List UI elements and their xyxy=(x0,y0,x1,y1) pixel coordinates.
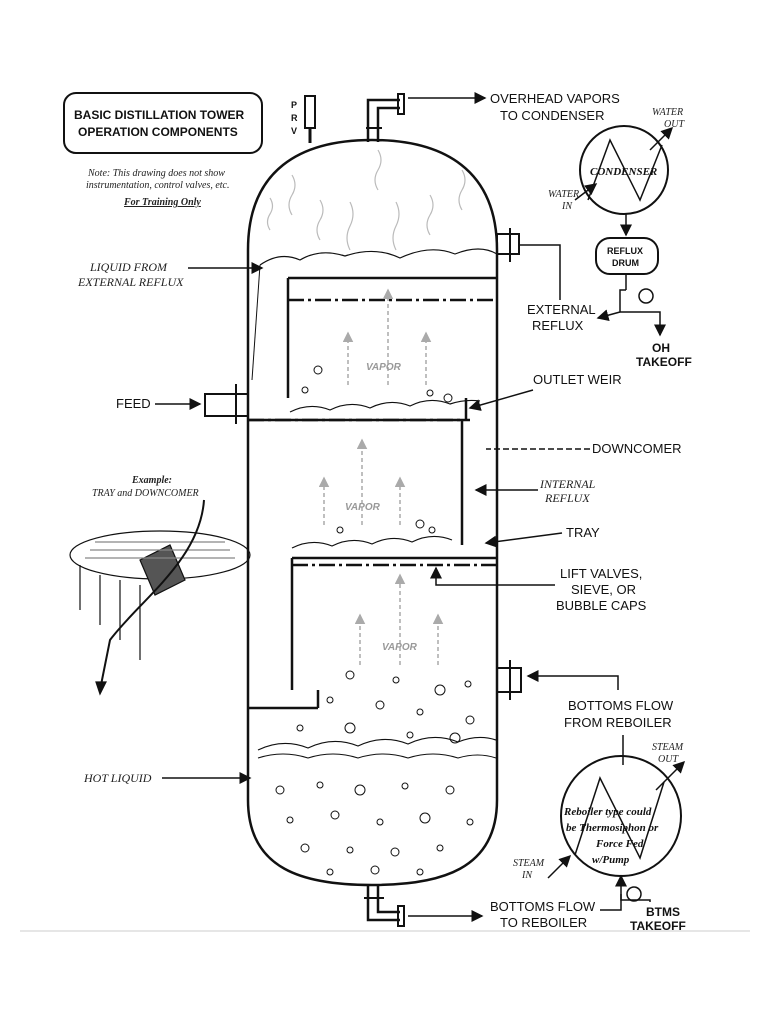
example-label-2: TRAY and DOWNCOMER xyxy=(92,488,199,499)
prv-v: V xyxy=(291,126,297,136)
tray-label: TRAY xyxy=(566,525,600,540)
lift-label-1: LIFT VALVES, xyxy=(560,566,642,581)
note-line-2: instrumentation, control valves, etc. xyxy=(86,180,230,191)
oh-label-1: OH xyxy=(652,341,670,355)
oh-label-2: TAKEOFF xyxy=(636,355,692,369)
lift-label-3: BUBBLE CAPS xyxy=(556,598,647,613)
tower-vessel xyxy=(246,138,499,887)
bubbles xyxy=(275,365,475,876)
tray-3-liquid xyxy=(291,535,453,549)
btms-label-2: TAKEOFF xyxy=(630,919,686,933)
feed-label: FEED xyxy=(116,396,151,411)
water-in-2: IN xyxy=(561,201,573,212)
bottoms-to-2: TO REBOILER xyxy=(500,915,587,930)
top-liquid xyxy=(259,248,498,266)
prv-valve xyxy=(304,95,316,129)
btms-pump xyxy=(626,886,642,902)
internal-reflux-1: INTERNAL xyxy=(539,477,596,491)
reboiler-text-1: Reboiler type could xyxy=(563,806,652,818)
title-box xyxy=(63,92,263,154)
condenser-symbol xyxy=(579,125,669,215)
external-reflux-2: REFLUX xyxy=(532,318,584,333)
overhead-label-2: TO CONDENSER xyxy=(500,108,605,123)
water-in-1: WATER xyxy=(548,189,579,200)
reboiler-text-2: be Thermosiphon or xyxy=(566,822,659,834)
reflux-pump xyxy=(638,288,654,304)
liquid-from-2: EXTERNAL REFLUX xyxy=(77,275,184,289)
steam-in-1: STEAM xyxy=(513,858,545,869)
reflux-drum xyxy=(595,237,659,275)
vapor-label-2: VAPOR xyxy=(345,502,381,513)
feed-nozzle xyxy=(204,393,249,417)
reflux-drum-label-2: DRUM xyxy=(612,258,639,268)
reboiler-text-4: w/Pump xyxy=(592,854,630,866)
lift-label-2: SIEVE, OR xyxy=(571,582,636,597)
steam-out-2: OUT xyxy=(658,754,679,765)
bottoms-to-1: BOTTOMS FLOW xyxy=(490,899,596,914)
title-line-2: OPERATION COMPONENTS xyxy=(78,125,238,139)
overhead-nozzle xyxy=(366,98,400,142)
bottoms-nozzle xyxy=(366,885,400,922)
prv-p: P xyxy=(291,100,297,110)
reflux-nozzle xyxy=(496,233,520,255)
water-out-1: WATER xyxy=(652,107,683,118)
training-note: For Training Only xyxy=(123,197,201,208)
hot-liquid-label: HOT LIQUID xyxy=(83,771,152,785)
prv-r: R xyxy=(291,113,298,123)
downcomer-label: DOWNCOMER xyxy=(592,441,682,456)
liquid-from-1: LIQUID FROM xyxy=(89,260,168,274)
vapor-label-1: VAPOR xyxy=(366,362,402,373)
outlet-weir-label: OUTLET WEIR xyxy=(533,372,622,387)
external-reflux-1: EXTERNAL xyxy=(527,302,596,317)
steam-in-2: IN xyxy=(521,870,533,881)
tray-example-illustration xyxy=(69,499,251,696)
example-label-1: Example: xyxy=(131,475,172,486)
vapor-wisps xyxy=(266,149,466,251)
vapor-arrows-1 xyxy=(342,288,432,385)
internal-reflux-2: REFLUX xyxy=(544,491,590,505)
bottoms-from-1: BOTTOMS FLOW xyxy=(568,698,674,713)
reflux-drum-label-1: REFLUX xyxy=(607,246,643,256)
tray-2-liquid xyxy=(289,399,481,413)
note-line-1: Note: This drawing does not show xyxy=(87,168,225,179)
vapor-arrows-3 xyxy=(354,573,444,665)
steam-out-1: STEAM xyxy=(652,742,684,753)
overhead-label-1: OVERHEAD VAPORS xyxy=(490,91,620,106)
hot-liquid-surface xyxy=(257,736,497,751)
title-line-1: BASIC DISTILLATION TOWER xyxy=(74,108,245,122)
water-out-2: OUT xyxy=(664,119,685,130)
vapor-arrows-2 xyxy=(318,438,406,525)
condenser-label: CONDENSER xyxy=(590,166,657,178)
bottoms-from-2: FROM REBOILER xyxy=(564,715,672,730)
btms-label-1: BTMS xyxy=(646,905,680,919)
reboiler-text-3: Force Fed xyxy=(595,838,644,850)
vapor-label-3: VAPOR xyxy=(382,642,418,653)
